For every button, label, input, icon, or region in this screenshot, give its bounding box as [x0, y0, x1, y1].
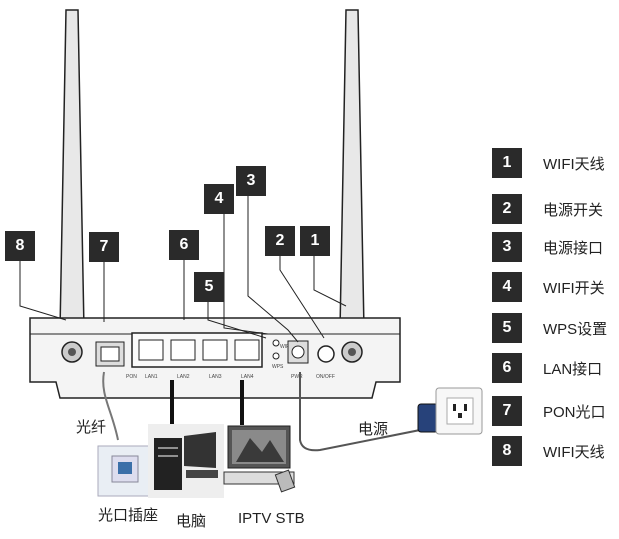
computer-label: 电脑 — [176, 513, 207, 530]
legend-item-8: 8 WIFI天线 — [492, 436, 605, 466]
right-antenna — [336, 9, 368, 335]
wps-button-label: WPS — [272, 364, 284, 370]
callout-6: 6 — [169, 230, 199, 260]
lan1-label: LAN1 — [145, 374, 158, 380]
legend-label: LAN接口 — [543, 360, 603, 378]
callout-1: 1 — [300, 226, 330, 256]
pon-port — [95, 341, 125, 367]
legend-number: 1 — [492, 148, 522, 178]
legend-item-3: 3 电源接口 — [492, 232, 603, 262]
fiber-socket-label: 光口插座 — [98, 507, 159, 524]
left-antenna — [57, 9, 89, 335]
pwr-label: PWR — [291, 374, 303, 380]
legend-label: PON光口 — [543, 403, 606, 421]
legend-item-7: 7 PON光口 — [492, 396, 606, 426]
fiber-cable — [102, 371, 119, 441]
power-switch — [317, 345, 335, 363]
legend-number: 6 — [492, 353, 522, 383]
lan4-label: LAN4 — [241, 374, 254, 380]
legend-number: 7 — [492, 396, 522, 426]
legend-item-6: 6 LAN接口 — [492, 353, 602, 383]
callout-8: 8 — [5, 231, 35, 261]
legend-label: 电源接口 — [543, 239, 604, 257]
legend-label: WIFI天线 — [543, 443, 605, 461]
callout-2: 2 — [265, 226, 295, 256]
legend-number: 8 — [492, 436, 522, 466]
iptv-stb-label: IPTV STB — [238, 510, 305, 527]
legend-item-5: 5 WPS设置 — [492, 313, 607, 343]
fiber-socket-icon — [97, 445, 153, 497]
legend-label: WPS设置 — [543, 320, 608, 338]
callout-lines — [19, 192, 347, 343]
pon-port-label: PON — [126, 374, 137, 380]
wifi-button — [272, 339, 280, 347]
lan-ports — [131, 332, 263, 368]
wifi-button-label: WIFI — [280, 344, 291, 350]
legend-item-2: 2 电源开关 — [492, 194, 603, 224]
onoff-label: ON/OFF — [316, 374, 335, 380]
legend-number: 4 — [492, 272, 522, 302]
legend-label: WIFI开关 — [543, 279, 605, 297]
wall-outlet-icon — [435, 387, 483, 435]
power-adapter-icon — [417, 403, 439, 433]
callout-5: 5 — [194, 272, 224, 302]
callout-7: 7 — [89, 232, 119, 262]
callout-3: 3 — [236, 166, 266, 196]
legend-item-1: 1 WIFI天线 — [492, 148, 605, 178]
legend-number: 3 — [492, 232, 522, 262]
fiber-label: 光纤 — [76, 419, 107, 436]
power-cable — [299, 372, 441, 452]
wps-button — [272, 352, 280, 360]
computer-icon — [148, 424, 224, 498]
callout-4: 4 — [204, 184, 234, 214]
iptv-stb-icon — [223, 425, 296, 493]
legend-label: 电源开关 — [543, 201, 604, 219]
power-jack-hole — [291, 345, 305, 359]
legend-label: WIFI天线 — [543, 155, 605, 173]
lan2-label: LAN2 — [177, 374, 190, 380]
power-label: 电源 — [358, 421, 389, 438]
legend-item-4: 4 WIFI开关 — [492, 272, 605, 302]
legend-number: 2 — [492, 194, 522, 224]
lan3-label: LAN3 — [209, 374, 222, 380]
legend-number: 5 — [492, 313, 522, 343]
